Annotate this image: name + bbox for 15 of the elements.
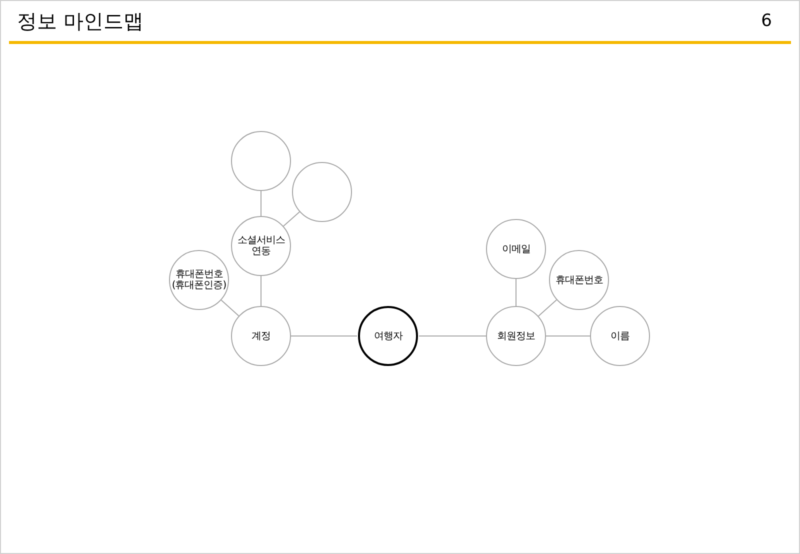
- connector-line: [282, 211, 300, 227]
- node-label: 회원정보: [496, 330, 536, 342]
- node-label: 여행자: [372, 330, 404, 342]
- page-title: 정보 마인드맵: [17, 8, 144, 34]
- node-label: 휴대폰번호: [554, 274, 604, 286]
- node-label: 휴대폰번호 (휴대폰인증): [170, 269, 228, 291]
- node-label: 소셜서비스 연동: [236, 235, 286, 257]
- connector-line: [260, 276, 262, 306]
- page-number: 6: [761, 10, 772, 32]
- node-label: 이름: [610, 330, 630, 342]
- connector-line: [538, 299, 558, 317]
- node-label: 계정: [250, 330, 272, 342]
- node-label: 이메일: [500, 244, 532, 254]
- connector-line: [260, 190, 262, 216]
- connector-line: [220, 300, 240, 316]
